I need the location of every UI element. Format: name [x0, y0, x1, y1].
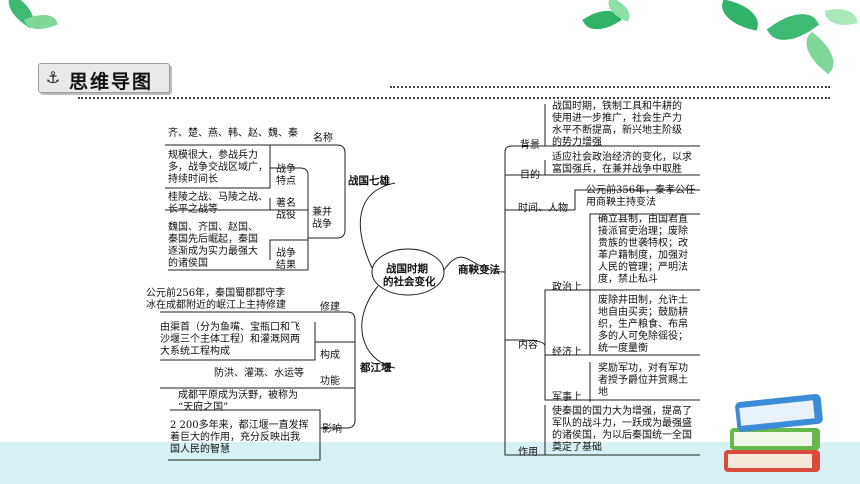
center-node-line1: 战国时期 — [386, 263, 428, 275]
label-beijing: 背景 — [520, 140, 540, 151]
text-jingji-line: 统一度量衡 — [598, 343, 648, 354]
text-junshi-line: 者授予爵位并赏赐土 — [598, 375, 688, 386]
label-zhengzhi: 政治上 — [552, 282, 582, 293]
text-shijian-line: 公元前356年，秦孝公任 — [586, 185, 696, 196]
text-jingji-line: 地自由买卖；鼓励耕 — [598, 307, 688, 318]
label-jianbing-1: 兼并 — [312, 207, 332, 218]
text-tedian-line: 多，战争交战区域广， — [168, 162, 268, 173]
label-yingxiang: 影响 — [322, 424, 342, 435]
center-node-line2: 的社会变化 — [383, 276, 436, 288]
text-xiujian-line: 公元前256年，秦国蜀郡郡守李 — [146, 288, 286, 299]
text-tedian-line: 持续时间长 — [168, 174, 218, 185]
section-title: 思维导图 — [69, 71, 154, 93]
text-jieguo-line: 的诸侯国 — [168, 258, 208, 269]
text-jieguo-line: 秦国先后崛起，秦国 — [168, 234, 258, 245]
text-yingxiang2-line: 着巨大的作用，充分反映出我 — [170, 432, 300, 443]
text-goucheng-line: 大系统工程构成 — [160, 346, 230, 357]
label-neirong: 内容 — [518, 340, 538, 351]
text-zhengzhi-line: 贵族的世袭特权；改 — [598, 238, 688, 249]
text-tedian-line: 规模很大，参战兵力 — [168, 150, 258, 161]
label-mudi: 目的 — [520, 170, 540, 181]
text-shijian-line: 用商鞅主持变法 — [586, 197, 656, 208]
label-zuoyong: 作用 — [518, 447, 538, 458]
text-yingxiang2-line: 国人民的智慧 — [170, 444, 230, 455]
label-gongneng: 功能 — [320, 376, 340, 387]
text-goucheng-line: 沙堰三个主体工程）和灌溉网两 — [160, 334, 300, 345]
text-mudi-line: 富国强兵，在兼并战争中取胜 — [552, 164, 682, 175]
label-jianbing-2: 战争 — [312, 219, 332, 230]
text-zuoyong-line: 的诸侯国，为以后秦国统一全国 — [552, 430, 692, 441]
anchor-icon: ⚓ — [45, 68, 61, 87]
text-jingji-line: 织，生产粮食、布帛 — [598, 319, 688, 330]
label-jieguo-2: 结果 — [276, 260, 296, 271]
divider-bottom — [78, 97, 830, 99]
text-mingcheng: 齐、楚、燕、韩、赵、魏、秦 — [168, 128, 298, 139]
text-jingji-line: 废除井田制，允许土 — [598, 295, 688, 306]
text-yingxiang1-line: 成都平原成为沃野，被称为 — [178, 390, 298, 401]
text-junshi-line: 奖励军功，对有军功 — [598, 363, 688, 374]
text-zhengzhi-line: 度，禁止私斗 — [598, 274, 658, 285]
text-zhengzhi-line: 确立县制，由国君直 — [598, 214, 688, 225]
text-junshi-line: 地 — [598, 387, 608, 398]
text-xiujian-line: 冰在成都附近的岷江上主持修建 — [146, 300, 286, 311]
label-junshi: 军事上 — [552, 392, 582, 403]
text-zuoyong-line: 军队的战斗力，一跃成为最强盛 — [552, 418, 692, 429]
text-yingxiang1-line: “天府之国” — [178, 402, 229, 413]
text-beijing-line: 使用进一步推广，社会生产力 — [552, 113, 682, 124]
label-tedian-1: 战争 — [276, 164, 296, 175]
label-xiujian: 修建 — [320, 302, 340, 313]
divider-top — [390, 86, 830, 88]
text-zhengzhi-line: 革户籍制度，加强对 — [598, 250, 688, 261]
text-zuoyong-line: 奠定了基础 — [552, 442, 602, 453]
text-beijing-line: 水平不断提高，新兴地主阶级 — [552, 125, 682, 136]
text-zhengzhi-line: 接派官吏治理；废除 — [598, 226, 688, 237]
text-yingxiang2-line: 2 200多年来，都江堰一直发挥 — [170, 420, 309, 431]
text-beijing-line: 战国时期，铁制工具和牛耕的 — [552, 101, 682, 112]
text-jieguo-line: 魏国、齐国、赵国、 — [168, 222, 258, 233]
label-zhanyi-1: 著名 — [276, 198, 296, 209]
label-mingcheng: 名称 — [313, 133, 333, 144]
text-jingji-line: 多的人可免除徭役； — [598, 331, 688, 342]
label-jingji: 经济上 — [552, 347, 582, 358]
label-tedian-2: 特点 — [276, 176, 296, 187]
bottom-bar — [0, 442, 860, 484]
branch-title-shangyang: 商鞅变法 — [458, 264, 500, 276]
label-zhanyi-2: 战役 — [276, 210, 296, 221]
branch-title-qixiong: 战国七雄 — [348, 175, 390, 187]
text-zuoyong-line: 使秦国的国力大为增强，提高了 — [552, 406, 692, 417]
section-header: ⚓ 思维导图 — [38, 63, 170, 93]
label-jieguo-1: 战争 — [276, 248, 296, 259]
text-goucheng-line: 由渠首（分为鱼嘴、宝瓶口和飞 — [160, 322, 300, 333]
text-zhengzhi-line: 人民的管理；严明法 — [598, 262, 688, 273]
text-gongneng: 防洪、灌溉、水运等 — [214, 368, 304, 379]
label-shijian: 时间、人物 — [518, 203, 568, 214]
text-mudi-line: 适应社会政治经济的变化，以求 — [552, 152, 692, 163]
books-icon — [724, 393, 823, 472]
branch-title-dujiangyan: 都江堰 — [360, 362, 392, 374]
text-zhanyi-line: 长平之战等 — [168, 204, 218, 215]
text-jieguo-line: 逐渐成为实力最强大 — [168, 246, 258, 257]
text-beijing-line: 的势力增强 — [552, 137, 602, 148]
text-zhanyi-line: 桂陵之战、马陵之战、 — [168, 192, 268, 203]
label-goucheng: 构成 — [320, 350, 340, 361]
